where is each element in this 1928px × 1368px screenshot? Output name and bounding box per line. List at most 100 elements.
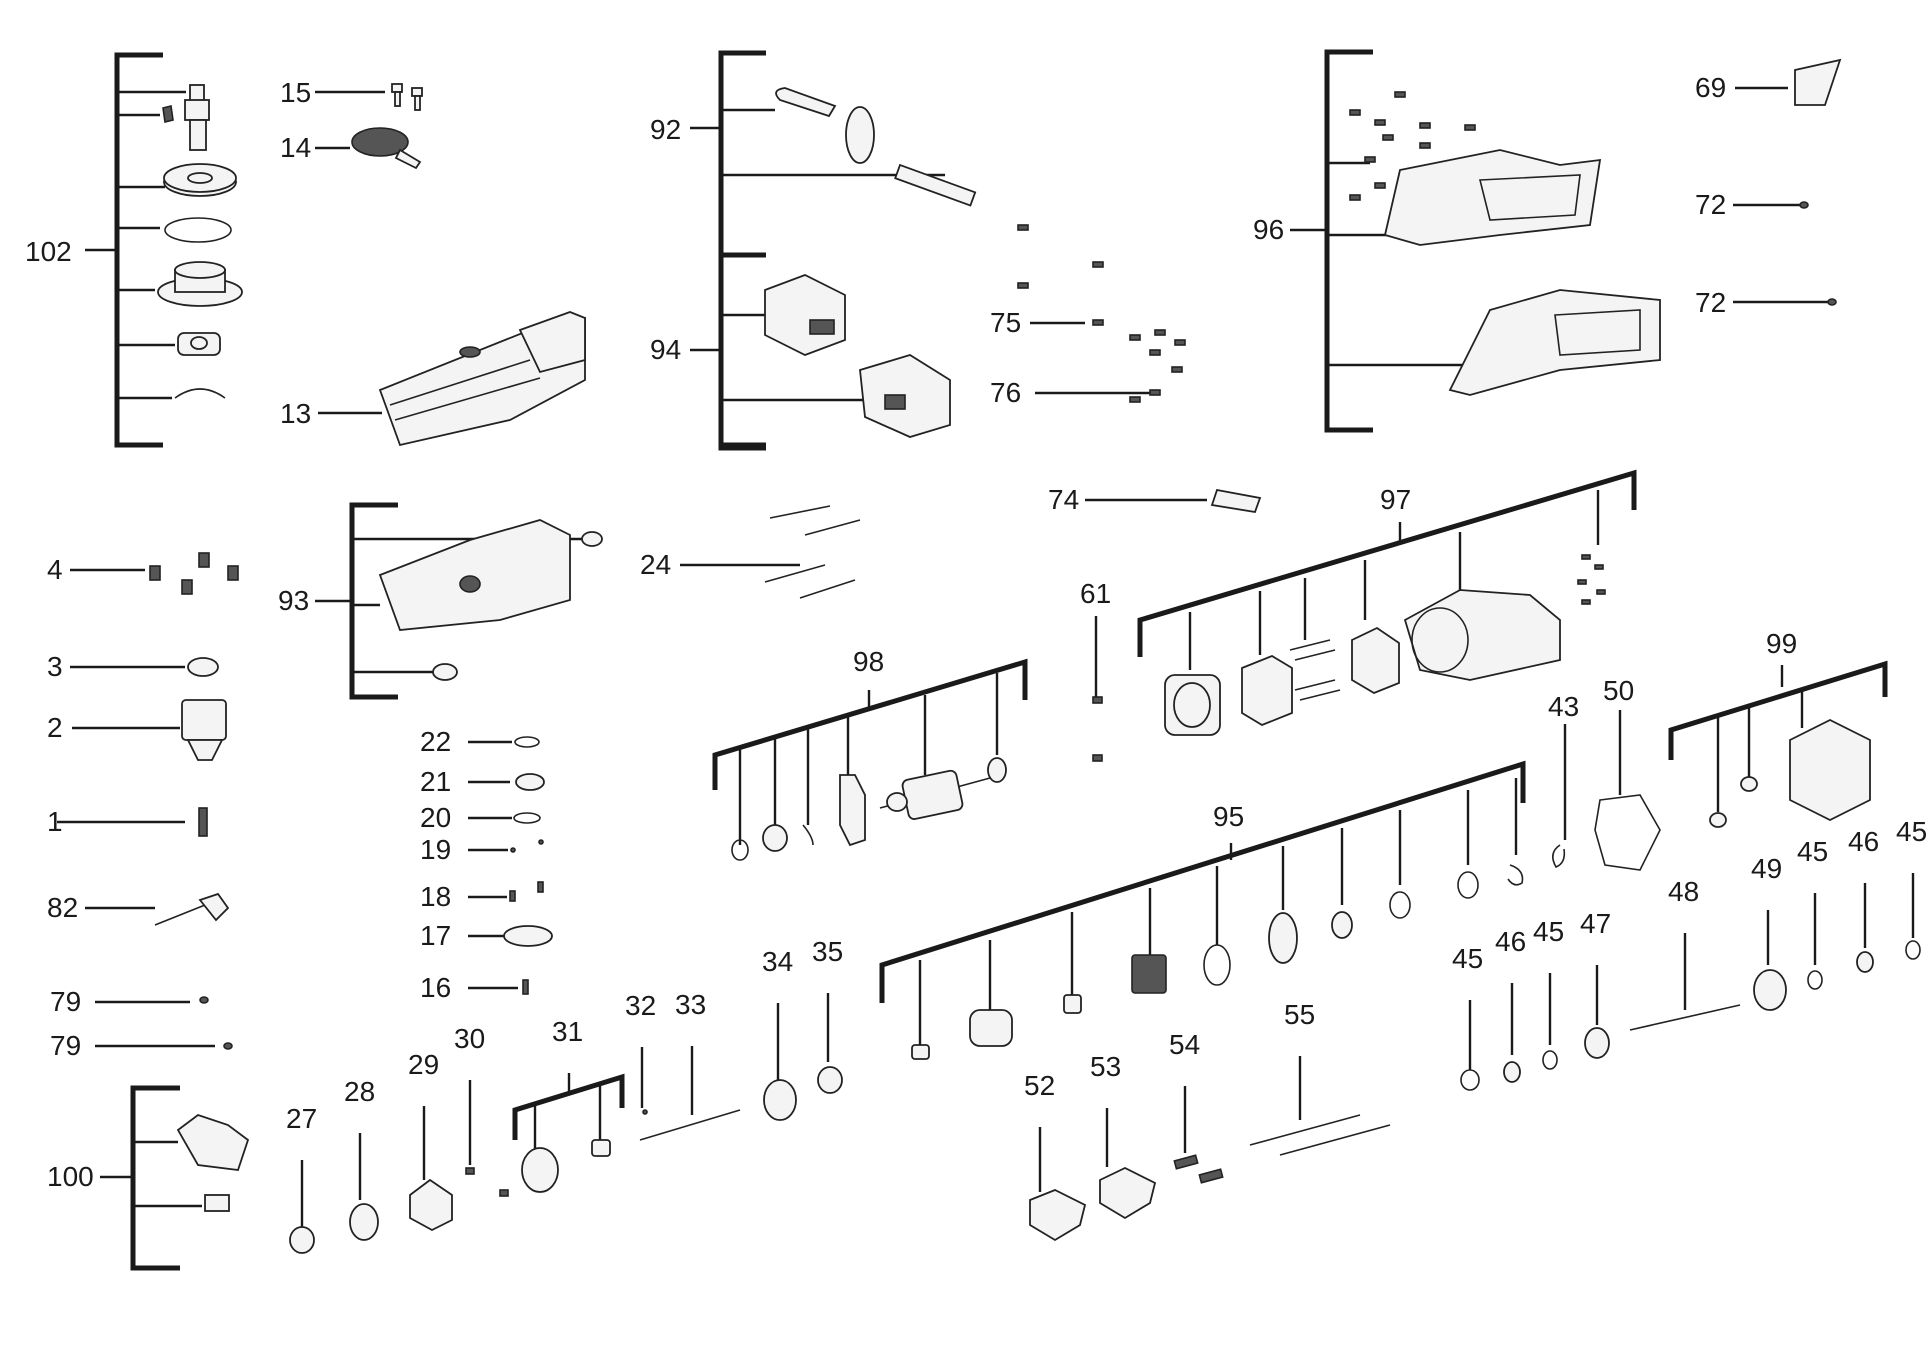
end-cap-part	[859, 354, 951, 438]
callout-76: 76	[990, 377, 1022, 408]
part-79b	[223, 1042, 233, 1050]
ball-ring-95	[1203, 944, 1231, 986]
ring-95a	[1331, 911, 1353, 939]
callout-97: 97	[1380, 484, 1412, 515]
part-32	[642, 1109, 648, 1115]
sleeve-95	[1063, 994, 1082, 1014]
callout-31: 31	[552, 1016, 584, 1047]
callout-46a: 46	[1495, 926, 1527, 957]
callout-47: 47	[1580, 908, 1612, 939]
bearing-99a	[1709, 812, 1727, 828]
callout-100: 100	[47, 1161, 94, 1192]
part-20	[513, 812, 541, 824]
bushing-part	[432, 663, 458, 681]
callout-82: 82	[47, 892, 79, 923]
part-22	[514, 736, 540, 748]
washer-45c	[1807, 970, 1823, 990]
baffle-part	[1241, 654, 1293, 727]
clip-98	[802, 824, 814, 846]
part-3	[187, 657, 219, 677]
callout-19: 19	[420, 834, 452, 865]
part-61a	[1092, 696, 1103, 704]
callout-3: 3	[47, 651, 63, 682]
callout-1: 1	[47, 806, 63, 837]
bearing-34	[763, 1079, 797, 1121]
bearing-46b	[1856, 951, 1874, 973]
gasket-50	[1594, 794, 1661, 871]
callout-22: 22	[420, 726, 452, 757]
stator-screws-part	[1289, 639, 1341, 701]
part-79a	[199, 996, 209, 1004]
callout-72a: 72	[1695, 189, 1727, 220]
callout-50: 50	[1603, 675, 1635, 706]
needle-cage-95	[1131, 954, 1167, 994]
callout-16: 16	[420, 972, 452, 1003]
gear-case-99	[1789, 718, 1871, 822]
callout-52: 52	[1024, 1070, 1056, 1101]
callout-46b: 46	[1848, 826, 1880, 857]
callout-27: 27	[286, 1103, 318, 1134]
callout-92: 92	[650, 114, 682, 145]
gear-47	[1584, 1027, 1610, 1059]
bushing-95	[911, 1044, 930, 1060]
callout-34: 34	[762, 946, 794, 977]
group-99-bracket	[1668, 660, 1888, 812]
callout-24: 24	[640, 549, 672, 580]
motor-cover-part	[378, 519, 603, 631]
group-100-bracket	[100, 1085, 202, 1271]
part-19b	[538, 839, 544, 845]
callout-94: 94	[650, 334, 682, 365]
group-96-bracket	[1290, 49, 1470, 433]
callout-13: 13	[280, 398, 312, 429]
part-27	[289, 1226, 315, 1254]
motor-bracket-part	[764, 274, 846, 356]
callout-14: 14	[280, 132, 312, 163]
clutch-95	[969, 1009, 1013, 1047]
side-handle-part	[775, 87, 977, 207]
callout-15: 15	[280, 77, 312, 108]
callout-96: 96	[1253, 214, 1285, 245]
callout-30: 30	[454, 1023, 486, 1054]
bearing-99b	[1740, 776, 1758, 792]
clip-part-100	[204, 1194, 230, 1212]
screw-part-1	[198, 807, 208, 837]
housing-half-right-part	[1448, 289, 1661, 396]
callout-102: 102	[25, 236, 72, 267]
ring-95b	[1457, 871, 1479, 899]
ring-98a	[731, 839, 749, 861]
bearing-part	[177, 332, 221, 356]
bearing-46a	[1503, 1061, 1521, 1083]
screw-72b	[1827, 298, 1837, 306]
group-94-bracket	[690, 252, 870, 451]
bearing-98	[762, 824, 788, 852]
key-part	[162, 105, 174, 123]
clip-43	[1552, 844, 1566, 869]
spindle-48	[1629, 1004, 1741, 1031]
group-102-bracket	[85, 52, 186, 448]
part-52	[1029, 1189, 1087, 1242]
callout-69: 69	[1695, 72, 1727, 103]
callout-54: 54	[1169, 1029, 1201, 1060]
callout-74: 74	[1048, 484, 1080, 515]
callout-20: 20	[420, 802, 452, 833]
callout-53: 53	[1090, 1051, 1122, 1082]
label-plate-69	[1794, 58, 1842, 106]
chuck-part-2	[181, 699, 227, 761]
callout-43: 43	[1548, 691, 1580, 722]
gear-35	[817, 1066, 843, 1094]
part-16	[522, 979, 529, 995]
washer-95	[1389, 891, 1411, 919]
callout-2: 2	[47, 712, 63, 743]
plate-29	[409, 1178, 453, 1232]
baffle-98	[839, 774, 866, 847]
part-17	[503, 925, 553, 947]
group-97-bracket	[1137, 469, 1637, 670]
callout-75: 75	[990, 307, 1022, 338]
callout-95: 95	[1213, 801, 1245, 832]
screw-scatter-96	[1349, 91, 1476, 201]
part-18b	[537, 881, 544, 893]
callout-4: 4	[47, 554, 63, 585]
field-case-part	[1403, 589, 1561, 681]
